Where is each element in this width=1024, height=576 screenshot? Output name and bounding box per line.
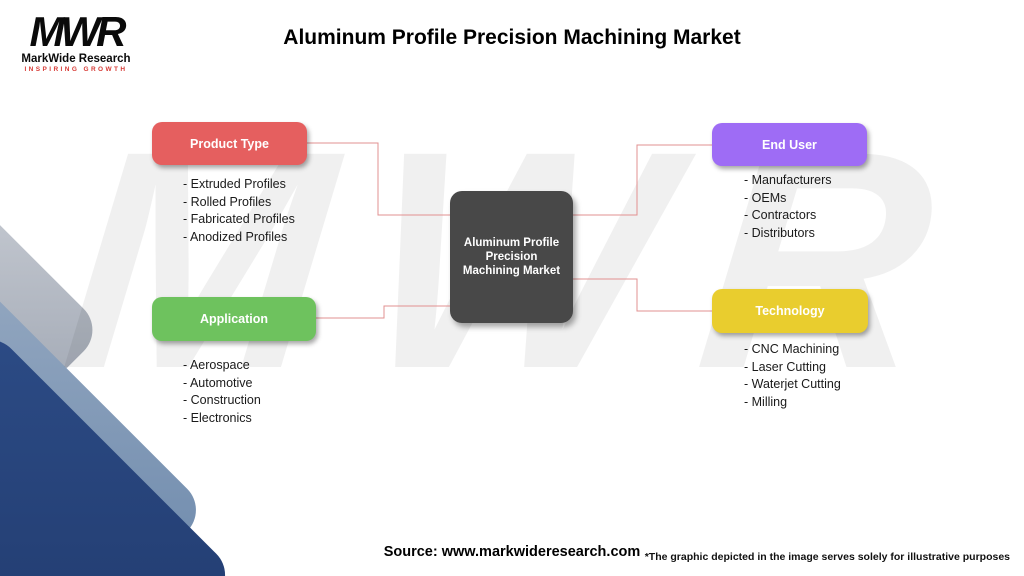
list-item: - Laser Cutting [744,359,826,374]
segment-list-product-type: - Extruded Profiles - Rolled Profiles - … [183,176,295,246]
list-item: - Milling [744,394,788,409]
page-title: Aluminum Profile Precision Machining Mar… [283,26,741,49]
list-item: - Distributors [744,225,815,240]
segment-box-end-user: End User [712,123,867,166]
segment-list-end-user: - Manufacturers - OEMs - Contractors - D… [744,172,832,242]
list-item: - Electronics [183,410,252,425]
connector-product-type [307,142,450,216]
list-item: - Manufacturers [744,173,832,187]
list-item: - Automotive [183,375,253,390]
center-node-market: Aluminum Profile Precision Machining Mar… [450,191,573,323]
list-item: - Aerospace [183,358,250,372]
segment-box-application: Application [152,297,316,341]
segment-box-technology: Technology [712,289,868,333]
list-item: - Anodized Profiles [183,229,288,244]
segment-box-product-type: Product Type [152,122,307,165]
connector-end-user [573,144,712,216]
list-item: - CNC Machining [744,342,840,356]
source-text: Source: www.markwideresearch.com [383,544,641,560]
logo-company-name: MarkWide Research [21,52,131,65]
disclaimer-text: *The graphic depicted in the image serve… [644,551,1010,563]
list-item: - Waterjet Cutting [744,377,841,391]
connector-technology [573,278,712,312]
markwide-logo: MWR MarkWide Research INSPIRING GROWTH [20,8,132,73]
list-item: - Rolled Profiles [183,194,272,209]
logo-mwr-letters: MWR [29,8,127,55]
list-item: - Fabricated Profiles [183,212,295,226]
list-item: - Contractors [744,208,817,222]
segment-list-technology: - CNC Machining - Laser Cutting - Waterj… [744,341,841,411]
logo-tagline: INSPIRING GROWTH [24,65,128,73]
connector-application [316,305,450,319]
list-item: - Construction [183,393,261,407]
list-item: - Extruded Profiles [183,177,286,191]
segment-list-application: - Aerospace - Automotive - Construction … [183,357,261,427]
list-item: - OEMs [744,190,787,205]
